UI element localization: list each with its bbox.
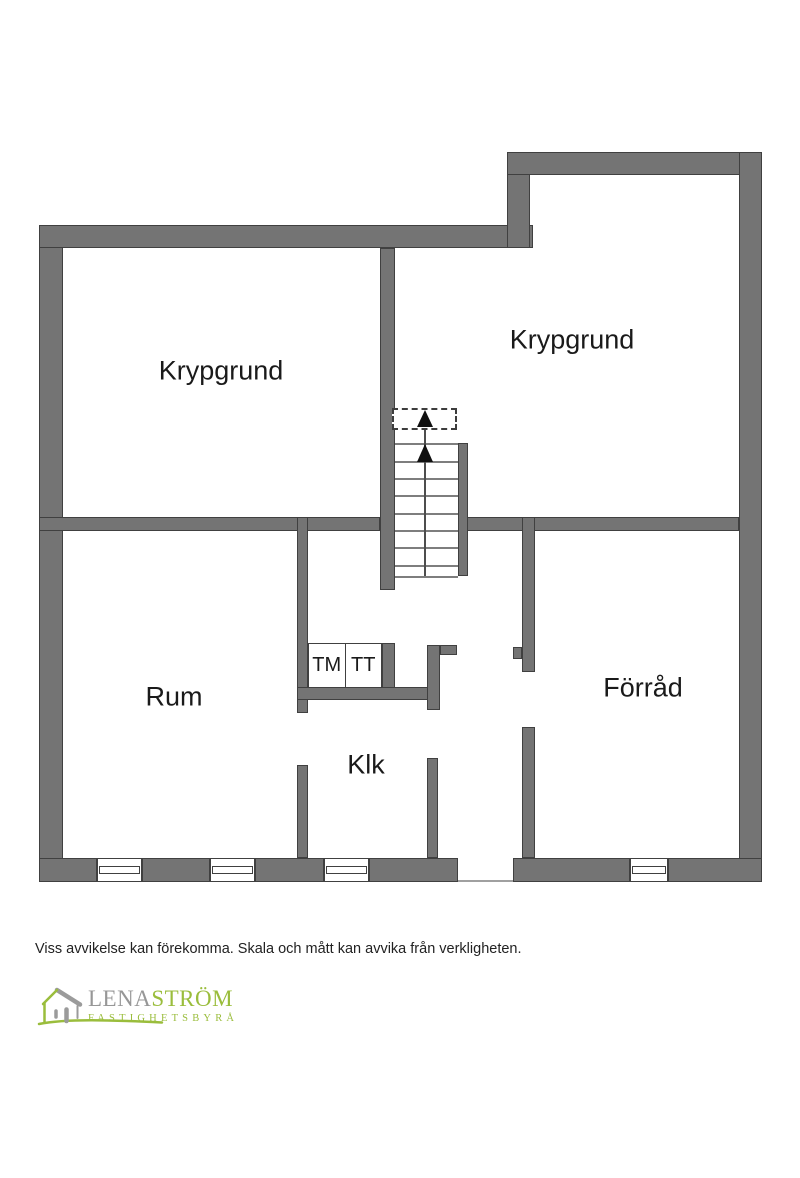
window-symbol <box>97 858 142 882</box>
outer-wall-top-left <box>39 225 533 248</box>
stair-tread <box>395 513 458 515</box>
stair-tread <box>395 495 458 497</box>
appliance-tt: TT <box>344 644 382 687</box>
brand-text: LENASTRÖM FASTIGHETSBYRÅ <box>88 987 239 1025</box>
disclaimer-text: Viss avvikelse kan förekomma. Skala och … <box>35 941 522 957</box>
window-symbol <box>210 858 255 882</box>
stair-tread <box>395 576 458 578</box>
window-glass <box>326 866 367 874</box>
wall-klk-forrad-jamb <box>513 647 522 659</box>
brand-house-icon <box>37 987 164 1026</box>
stair-direction-arrow <box>417 444 433 462</box>
wall-mid-right <box>458 517 739 531</box>
stair-tread <box>395 478 458 480</box>
stair-tread <box>395 565 458 567</box>
stair-tread <box>395 530 458 532</box>
wall-klk-right <box>427 758 438 858</box>
room-label-klk: Klk <box>347 749 385 780</box>
outer-wall-top-right <box>507 152 762 175</box>
outer-wall-bottom-1 <box>39 858 97 882</box>
brand-tagline: FASTIGHETSBYRÅ <box>88 1013 239 1024</box>
wall-mid-left <box>39 517 380 531</box>
wall-hall-jamb-tab <box>440 645 457 655</box>
outer-wall-right <box>739 152 762 882</box>
wall-stair-right <box>458 443 468 576</box>
brand-name: LENASTRÖM <box>88 987 238 1011</box>
window-glass <box>99 866 140 874</box>
outer-wall-left <box>39 225 63 882</box>
wall-hall-jamb-stub <box>427 645 440 710</box>
outer-wall-bottom-6 <box>668 858 762 882</box>
wall-rum-upper <box>297 517 308 713</box>
wall-under-tmtt <box>297 687 430 700</box>
stair-direction-arrow <box>417 410 433 427</box>
stair-tread <box>395 461 458 463</box>
house-roof-left <box>41 988 59 1006</box>
outer-wall-bottom-4 <box>369 858 458 882</box>
appliance-tm: TM <box>312 654 342 676</box>
wall-klk-forrad-lower <box>522 727 535 858</box>
window-glass <box>632 866 666 874</box>
stair-center-line <box>424 424 426 576</box>
window-glass <box>212 866 253 874</box>
room-label-krypgrund-right: Krypgrund <box>509 324 635 355</box>
outer-wall-bottom-2 <box>142 858 210 882</box>
room-label-krypgrund-left: Krypgrund <box>158 355 284 386</box>
brand-name-gray: LENA <box>88 986 152 1011</box>
house-roof-right <box>54 987 83 1007</box>
outer-wall-bottom-3 <box>255 858 324 882</box>
logo-swoosh <box>37 1019 164 1026</box>
brand-logo: LENASTRÖM FASTIGHETSBYRÅ <box>36 983 266 1035</box>
window-symbol <box>324 858 369 882</box>
outer-wall-bottom-5 <box>513 858 630 882</box>
door-opening-threshold <box>458 880 513 882</box>
brand-name-green: STRÖM <box>151 986 234 1011</box>
wall-rum-lower <box>297 765 308 858</box>
wall-klk-forrad-upper <box>522 517 535 672</box>
window-symbol <box>630 858 668 882</box>
stair-tread <box>395 547 458 549</box>
room-label-forrad: Förråd <box>603 672 683 703</box>
room-label-rum: Rum <box>145 681 203 712</box>
wall-tmtt-right <box>382 643 395 688</box>
